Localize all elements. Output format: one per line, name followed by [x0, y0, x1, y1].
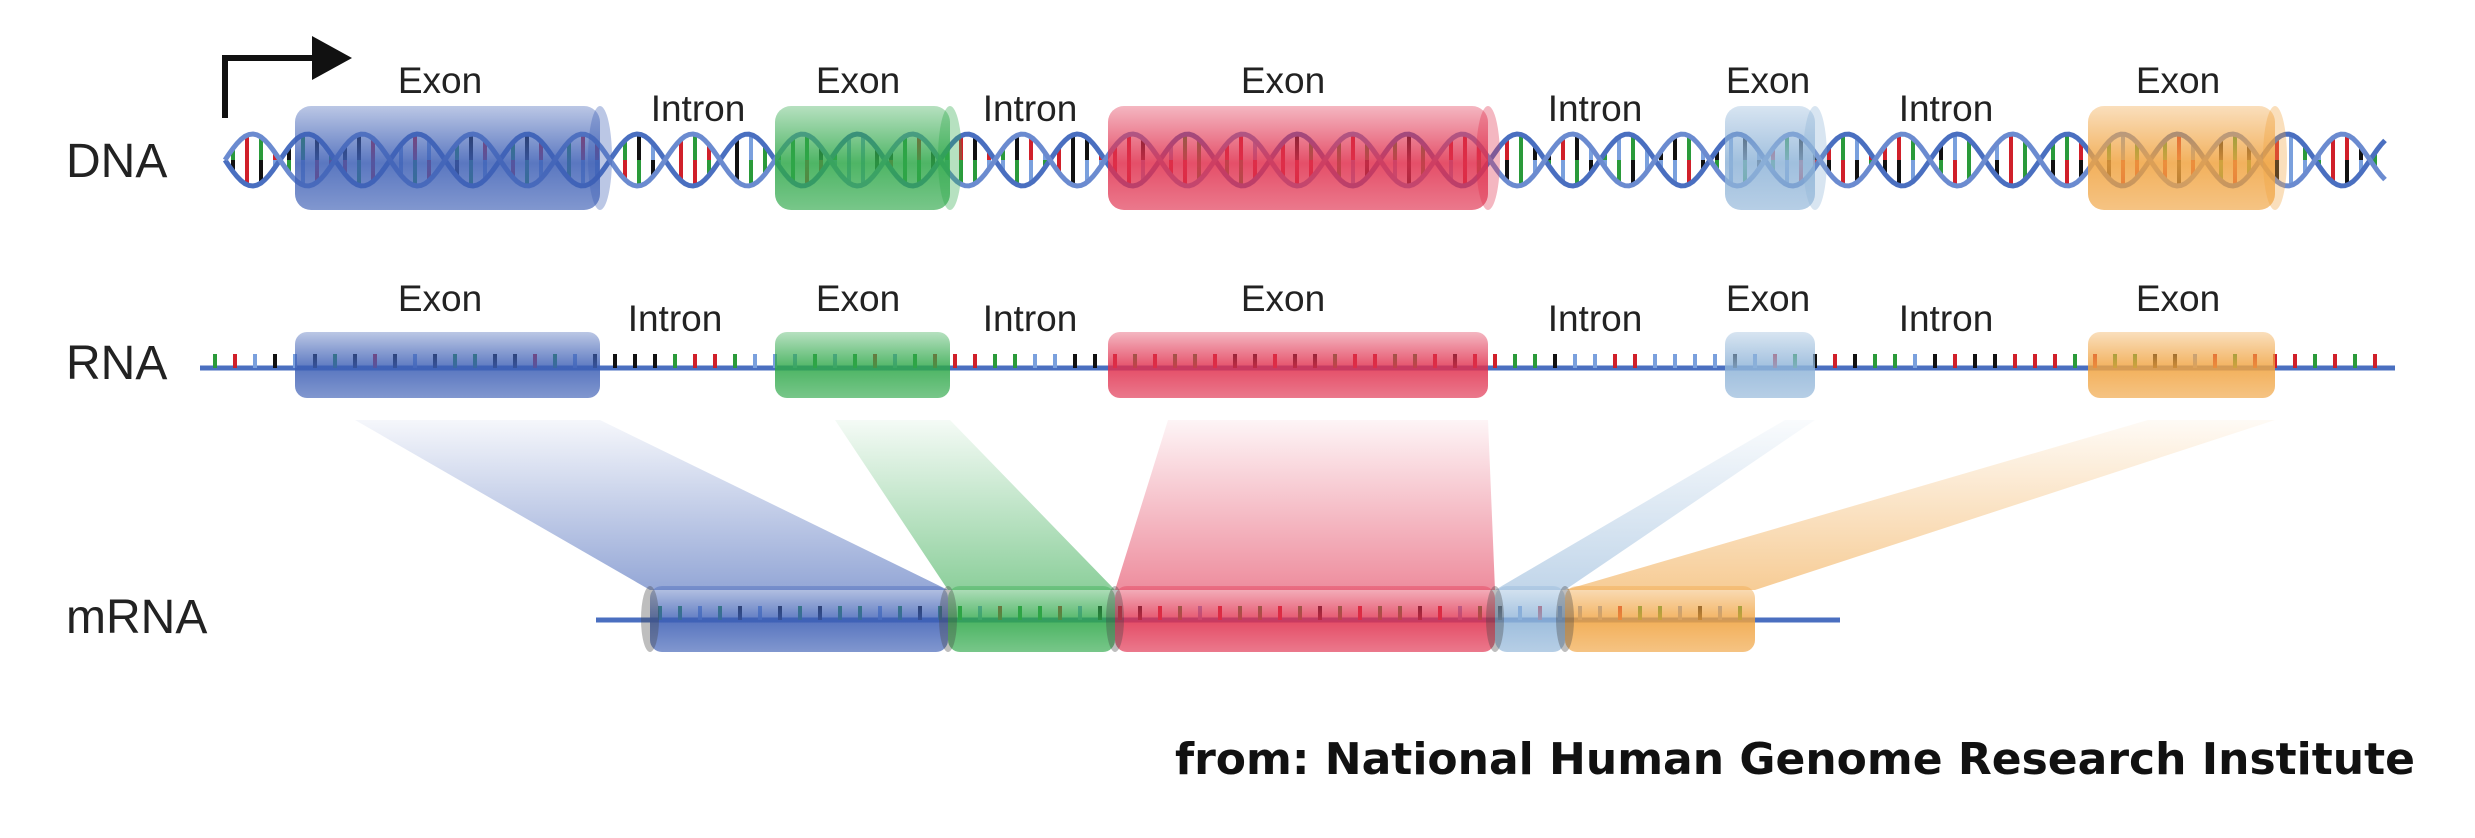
dna-exon-2 — [775, 106, 950, 210]
rna-exon-5-label: Exon — [2135, 278, 2221, 319]
rna-intron-2-label: Intron — [982, 298, 1078, 339]
dna-exon-4-label: Exon — [1725, 60, 1811, 101]
dna-intron-3-label: Intron — [1547, 88, 1643, 129]
mrna-exon-4 — [1495, 586, 1565, 652]
dna-track — [222, 106, 2387, 210]
rna-intron-1-label: Intron — [627, 298, 723, 339]
rna-exon-1 — [295, 332, 600, 398]
rna-intron-4-label: Intron — [1898, 298, 1994, 339]
dna-intron-2-label: Intron — [982, 88, 1078, 129]
mrna-track — [596, 586, 1840, 652]
splice-projection-2 — [835, 420, 1115, 590]
rna-row-label: RNA — [66, 337, 168, 390]
dna-exon-3 — [1108, 106, 1488, 210]
dna-exon-1-label: Exon — [397, 60, 483, 101]
rna-exon-1-label: Exon — [397, 278, 483, 319]
mrna-row-label: mRNA — [66, 591, 208, 644]
rna-exon-5 — [2088, 332, 2275, 398]
splice-projection-5 — [1565, 420, 2275, 590]
dna-intron-1-label: Intron — [650, 88, 746, 129]
rna-exon-3-label: Exon — [1240, 278, 1326, 319]
dna-row-label: DNA — [66, 135, 168, 188]
rna-exon-2-label: Exon — [815, 278, 901, 319]
dna-exon-2-label: Exon — [815, 60, 901, 101]
dna-intron-4-label: Intron — [1898, 88, 1994, 129]
mrna-exon-2 — [948, 586, 1115, 652]
rna-exon-2 — [775, 332, 950, 398]
rna-track — [200, 332, 2395, 398]
dna-exon-1 — [295, 106, 600, 210]
mrna-exon-3 — [1115, 586, 1495, 652]
splice-projection-1 — [355, 420, 948, 590]
dna-exon-4 — [1725, 106, 1815, 210]
dna-exon-3-label: Exon — [1240, 60, 1326, 101]
splice-projection-4 — [1495, 420, 1815, 590]
dna-exon-5 — [2088, 106, 2275, 210]
dna-exon-5-label: Exon — [2135, 60, 2221, 101]
rna-exon-4-label: Exon — [1725, 278, 1811, 319]
rna-exon-3 — [1108, 332, 1488, 398]
splice-projections — [355, 420, 2275, 590]
splice-projection-3 — [1115, 420, 1495, 590]
rna-exon-4 — [1725, 332, 1815, 398]
transcription-start-arrow-icon — [222, 36, 352, 118]
mrna-exon-5 — [1565, 586, 1755, 652]
mrna-exon-1 — [650, 586, 948, 652]
rna-intron-3-label: Intron — [1547, 298, 1643, 339]
source-credit: from: National Human Genome Research Ins… — [1174, 734, 2415, 785]
